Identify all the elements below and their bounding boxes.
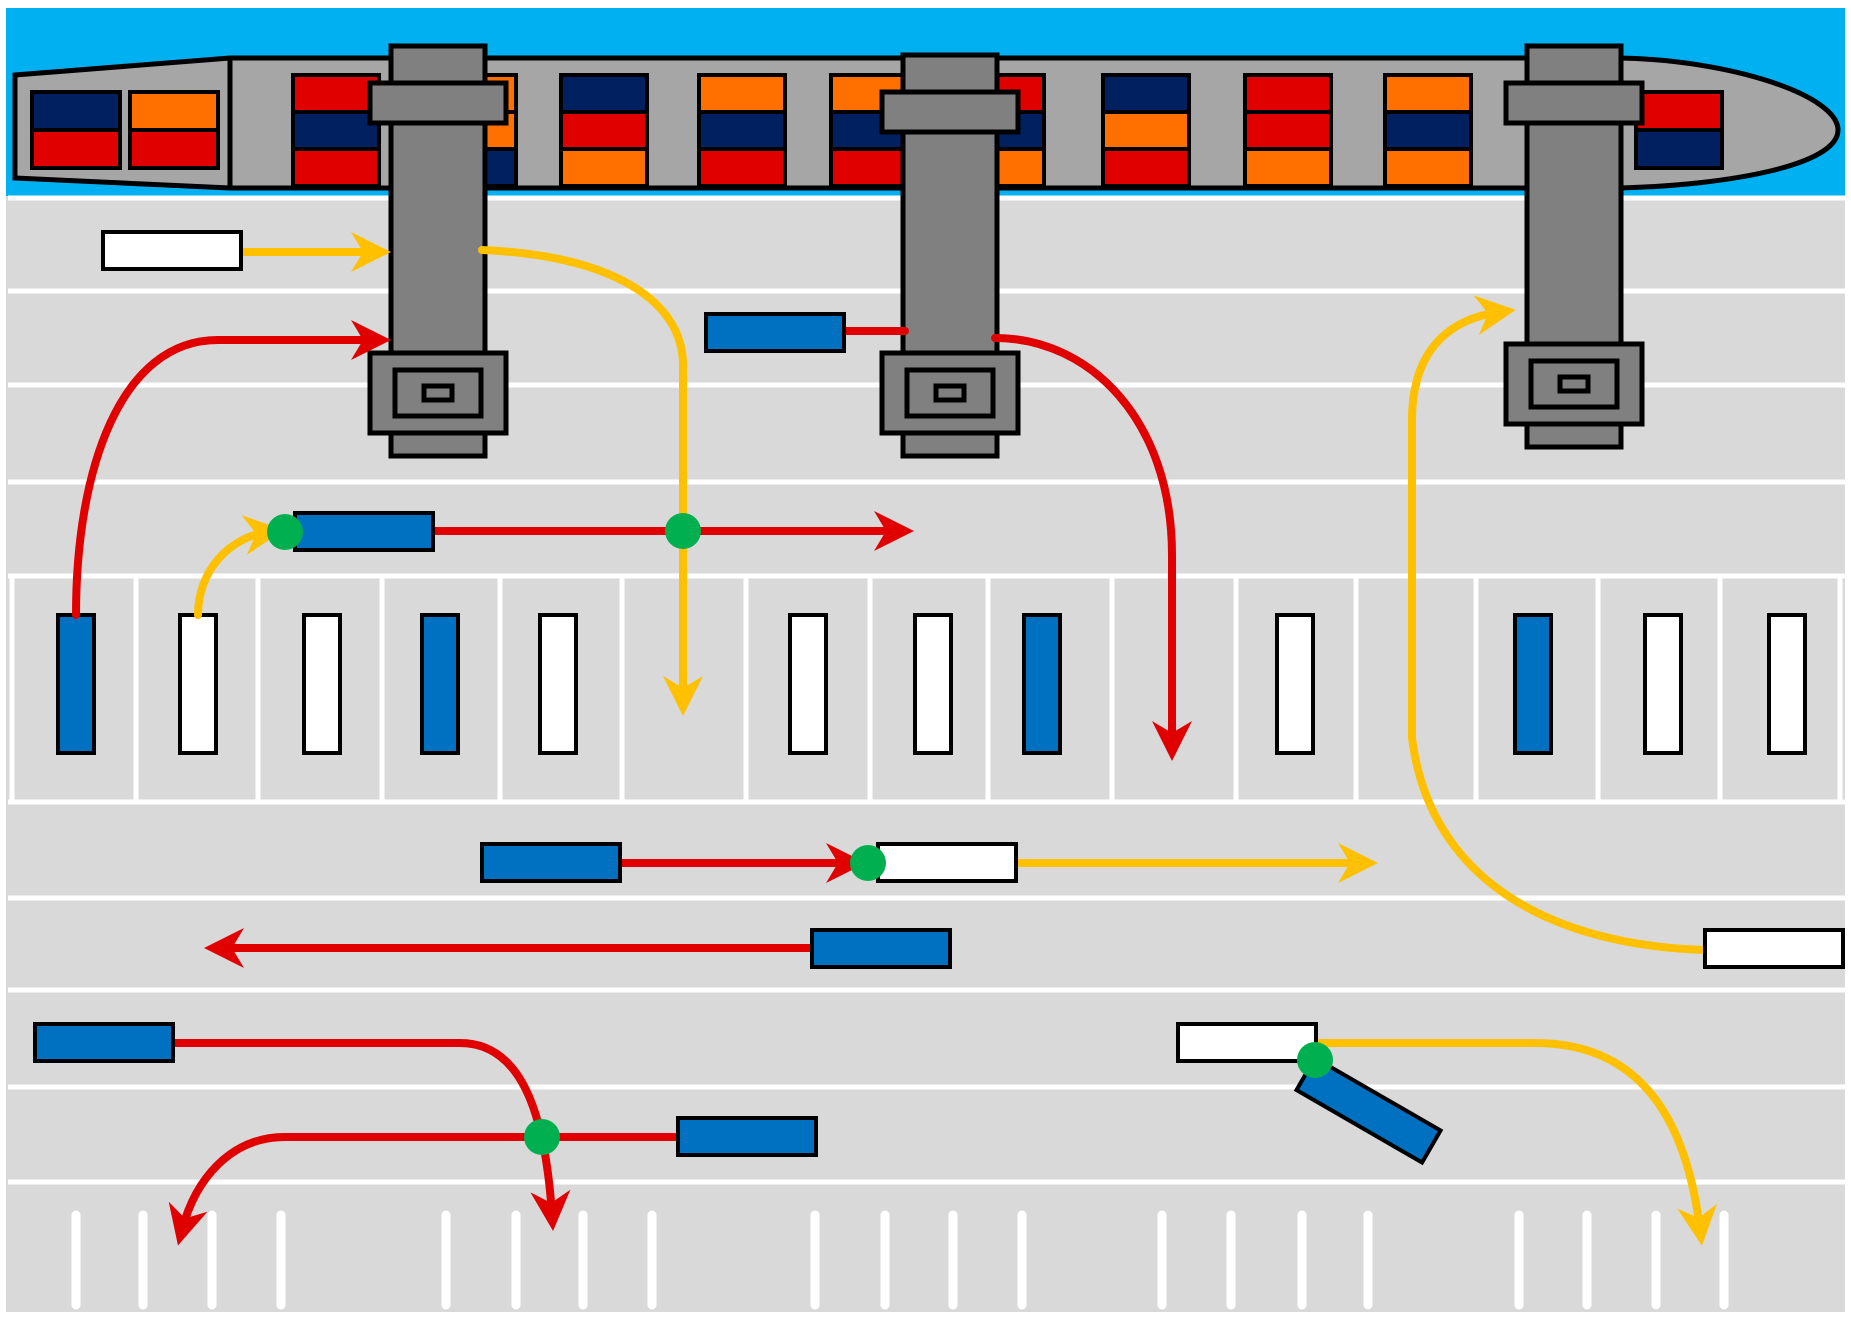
parking-area	[9, 573, 1843, 805]
crane-trolley-hatch	[933, 383, 967, 403]
quay-crane-icon	[1503, 43, 1645, 450]
conflict-point-icon	[850, 845, 886, 881]
truck-icon	[1275, 613, 1315, 755]
ship-container	[291, 147, 381, 188]
parking-area-border	[9, 573, 1843, 805]
ship-container	[30, 128, 122, 170]
ship-container	[697, 147, 787, 188]
ship-container	[559, 147, 649, 188]
moving-trucks	[33, 230, 1845, 1166]
yellow-path-5	[1408, 295, 1709, 954]
parked-trucks	[56, 613, 1807, 755]
ship-container	[1101, 147, 1191, 188]
truck-icon	[676, 1116, 818, 1157]
yellow-path-3	[194, 515, 284, 619]
truck-icon	[480, 842, 622, 883]
crane-trolley-hatch	[1557, 374, 1591, 394]
conflict-point-icon	[665, 513, 701, 549]
quay-crane-icon	[367, 43, 509, 459]
yellow-path-2	[478, 246, 703, 716]
conflict-point-icon	[524, 1119, 560, 1155]
quay-crane-icon	[879, 52, 1021, 459]
truck-icon	[1767, 613, 1807, 755]
red-path-8	[168, 1133, 682, 1246]
truck-icon	[810, 928, 952, 969]
truck-icon	[101, 230, 243, 271]
conflict-points	[267, 513, 1333, 1155]
truck-icon	[1643, 613, 1683, 755]
truck-icon	[704, 312, 846, 353]
crane-top-cab	[879, 89, 1021, 135]
ship-container	[1383, 73, 1473, 114]
truck-icon	[1703, 928, 1845, 969]
truck-icon	[56, 613, 96, 755]
truck-icon	[538, 613, 578, 755]
crane-trolley-hatch	[421, 383, 455, 403]
ship-container	[697, 110, 787, 151]
truck-icon	[1513, 613, 1553, 755]
ship-container	[1243, 73, 1333, 114]
ship-container	[30, 90, 122, 132]
truck-icon	[788, 613, 828, 755]
ship-container	[1383, 110, 1473, 151]
ship-container	[128, 90, 220, 132]
crane-top-cab	[367, 80, 509, 126]
ship-container	[1243, 110, 1333, 151]
conflict-point-icon	[267, 514, 303, 550]
ship-container	[559, 73, 649, 114]
red-path-7	[169, 1039, 571, 1231]
ship-container	[291, 110, 381, 151]
ship-container	[1634, 128, 1724, 170]
ship-container	[291, 73, 381, 114]
truck-icon	[1176, 1022, 1318, 1063]
crane-trolley	[392, 367, 484, 419]
red-path-1	[72, 320, 391, 619]
ship-container	[1634, 90, 1724, 132]
ship-container	[1101, 73, 1191, 114]
bottom-parking-ticks	[71, 1210, 1729, 1310]
truck-icon	[1022, 613, 1062, 755]
truck-icon	[876, 842, 1018, 883]
truck-icon	[302, 613, 342, 755]
truck-icon	[420, 613, 460, 755]
truck-icon	[33, 1022, 175, 1063]
ship-container	[559, 110, 649, 151]
ship-container	[1101, 110, 1191, 151]
yellow-path-6	[1314, 1039, 1717, 1246]
ship-container	[1383, 147, 1473, 188]
ship-container	[697, 73, 787, 114]
ship-container	[1243, 147, 1333, 188]
ship-container	[128, 128, 220, 170]
truck-icon	[178, 613, 218, 755]
vehicle-paths	[72, 232, 1717, 1246]
red-path-3	[991, 334, 1192, 761]
truck-icon	[293, 511, 435, 552]
quay-cranes	[367, 43, 1645, 459]
conflict-point-icon	[1297, 1042, 1333, 1078]
truck-icon	[913, 613, 953, 755]
crane-top-cab	[1503, 80, 1645, 126]
